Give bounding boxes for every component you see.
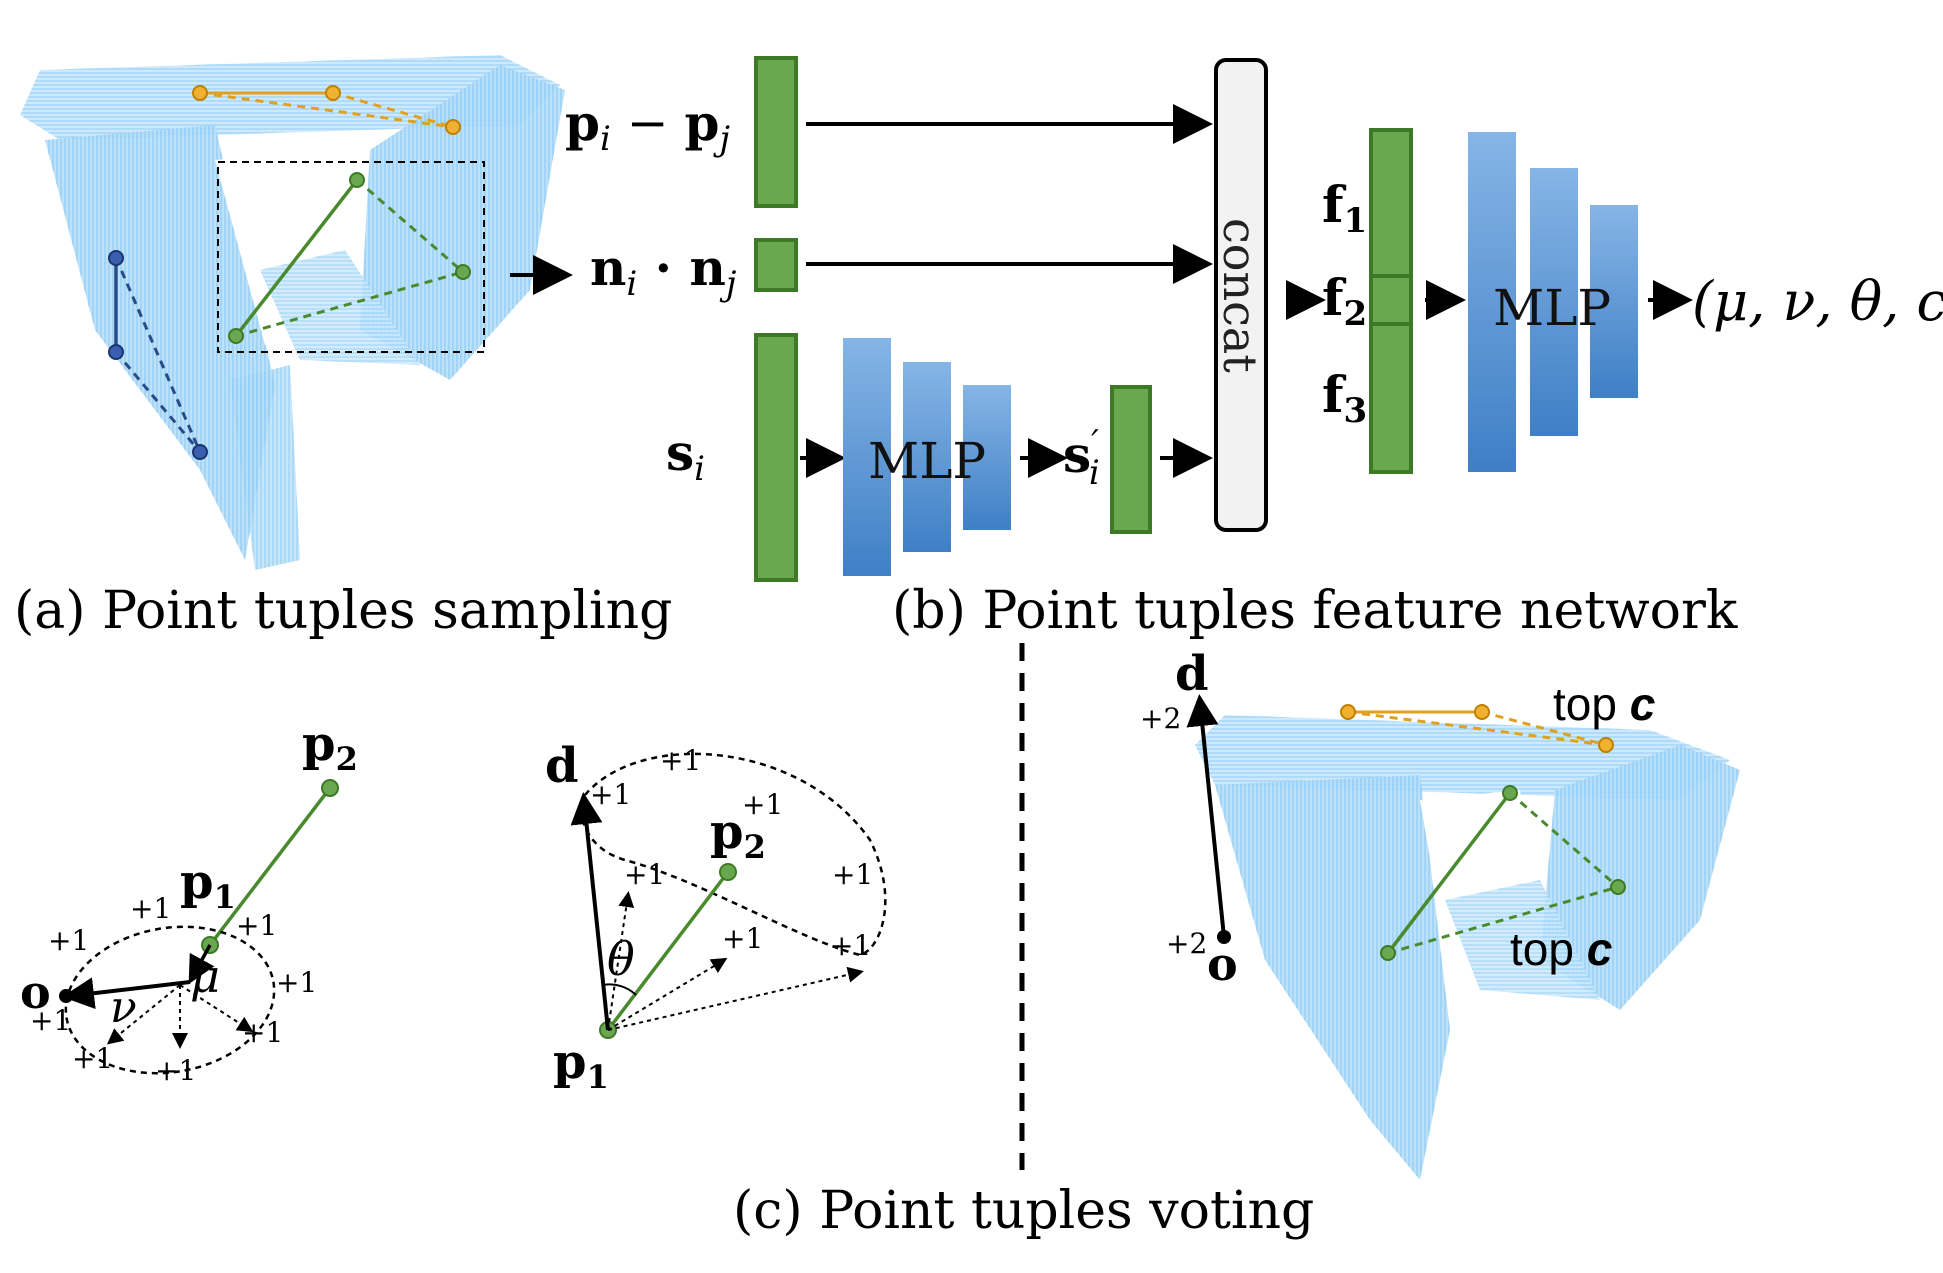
- label-f3: f3: [1322, 365, 1367, 431]
- feature-stack: [1369, 128, 1413, 474]
- feature-bar-si-prime: [1110, 385, 1152, 534]
- caption-c: (c) Point tuples voting: [733, 1181, 1314, 1241]
- mlp2-label: MLP: [1493, 279, 1611, 337]
- svg-text:+1: +1: [722, 922, 763, 955]
- point-cloud-a: [20, 55, 565, 570]
- svg-text:+1: +1: [830, 929, 871, 962]
- label-top-c-upper: top c: [1553, 678, 1655, 730]
- label-right-d-vote: +2: [1140, 702, 1181, 735]
- svg-text:+1: +1: [30, 1004, 71, 1037]
- caption-b: (b) Point tuples feature network: [892, 581, 1738, 641]
- svg-text:+1: +1: [590, 778, 631, 811]
- label-f2: f2: [1322, 268, 1367, 334]
- label-mid-p2: p2: [710, 804, 766, 866]
- label-si-prime: s′i: [1063, 423, 1100, 493]
- label-mid-d: d: [545, 738, 579, 794]
- label-top-c-lower: top c: [1510, 923, 1612, 975]
- sample-tuple-orange: [192, 85, 461, 135]
- label-left-p1: p1: [180, 854, 236, 916]
- svg-text:+1: +1: [832, 858, 873, 891]
- voting-mid: [570, 752, 887, 1039]
- votes-mid: +1 +1 +1 +1 +1 +1 +1: [590, 744, 873, 962]
- label-left-p2: p2: [302, 716, 358, 778]
- concat-block: [1214, 58, 1268, 532]
- svg-text:+1: +1: [155, 1054, 196, 1087]
- label-mid-p1: p1: [553, 1034, 609, 1096]
- feature-bar-si: [754, 333, 798, 582]
- selection-box: [217, 161, 485, 353]
- point-cloud-c: [1195, 715, 1740, 1180]
- label-right-o-vote: +2: [1166, 927, 1207, 960]
- feature-bar-ninj: [754, 238, 798, 292]
- sample-tuple-green: [228, 172, 471, 344]
- concat-label: concat: [1213, 218, 1267, 373]
- sample-tuple-blue: [108, 250, 208, 460]
- mlp1-block: [843, 338, 1011, 576]
- svg-text:+1: +1: [236, 909, 277, 942]
- voting-left: [59, 779, 339, 1075]
- label-ni-dot-nj: ni · nj: [590, 238, 737, 304]
- label-theta: θ: [607, 932, 635, 986]
- svg-text:+1: +1: [130, 892, 171, 925]
- label-si: si: [666, 423, 705, 489]
- label-right-o: o: [1207, 937, 1238, 991]
- output-label: (μ, ν, θ, c): [1692, 270, 1943, 333]
- label-nu: ν: [110, 982, 137, 1033]
- caption-a: (a) Point tuples sampling: [14, 581, 672, 641]
- mlp2-block: [1468, 132, 1638, 472]
- label-left-o: o: [20, 965, 51, 1019]
- mlp1-label: MLP: [868, 432, 986, 490]
- label-right-d: d: [1175, 646, 1209, 702]
- svg-text:+1: +1: [72, 1042, 113, 1075]
- svg-text:+1: +1: [48, 924, 89, 957]
- votes-left: +1 +1 +1 +1 +1 +1 +1 +1: [30, 892, 317, 1087]
- svg-text:+1: +1: [242, 1016, 283, 1049]
- feature-bar-pipj: [754, 56, 798, 208]
- result-tuples: [1186, 694, 1626, 961]
- label-f1: f1: [1322, 175, 1367, 241]
- label-pi-minus-pj: pi − pj: [565, 93, 731, 159]
- svg-text:+1: +1: [742, 788, 783, 821]
- svg-text:+1: +1: [624, 858, 665, 891]
- svg-text:+1: +1: [660, 744, 701, 777]
- svg-text:+1: +1: [276, 966, 317, 999]
- label-mu: μ: [190, 949, 220, 1003]
